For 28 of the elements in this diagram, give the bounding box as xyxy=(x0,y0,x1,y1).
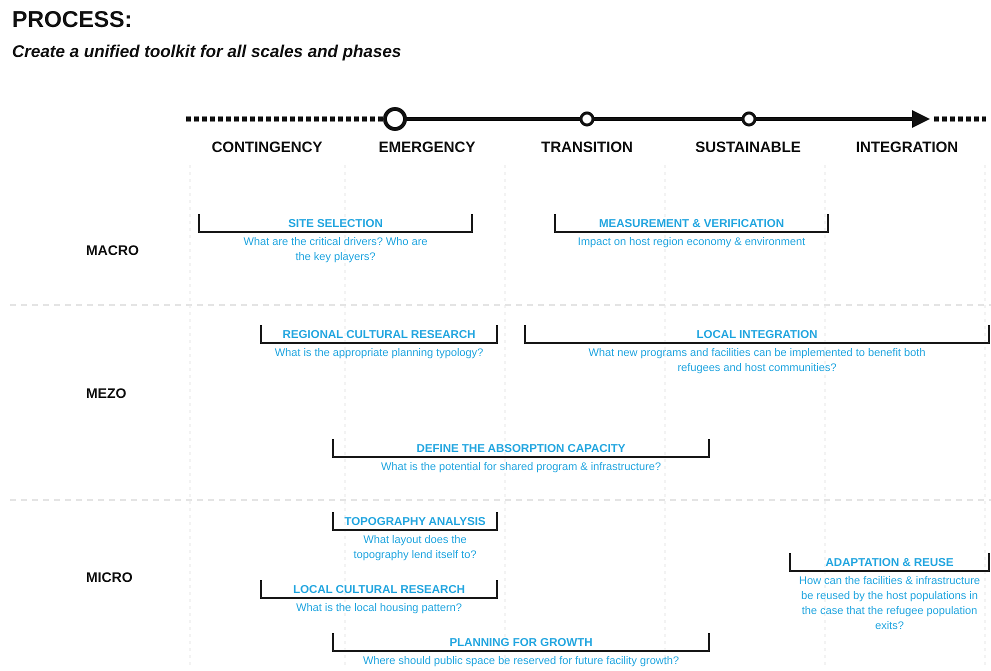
step-question: What new programs and facilities can be implemented to benefit both refugees and host communities? xyxy=(588,346,926,376)
phase-label: SUSTAINABLE xyxy=(694,139,802,156)
step-title: LOCAL CULTURAL RESEARCH xyxy=(293,584,465,597)
step-title: SITE SELECTION xyxy=(288,218,383,231)
phase-label: CONTINGENCY xyxy=(210,139,324,156)
phase-label: INTEGRATION xyxy=(854,139,960,156)
step-title: DEFINE THE ABSORPTION CAPACITY xyxy=(416,443,626,456)
step-question: What is the appropriate planning typology? xyxy=(274,346,484,361)
step-question: What are the critical drivers? Who are the key players? xyxy=(242,235,428,265)
step-question: What layout does the topography lend itself to? xyxy=(352,533,478,563)
phase-label: EMERGENCY xyxy=(378,139,476,156)
scale-label: MICRO xyxy=(86,569,133,585)
step-question: Impact on host region economy & environment xyxy=(576,235,806,250)
step-title: TOPOGRAPHY ANALYSIS xyxy=(344,516,486,529)
step-title: ADAPTATION & REUSE xyxy=(826,557,954,570)
step-title: MEASUREMENT & VERIFICATION xyxy=(598,218,784,231)
step-title: REGIONAL CULTURAL RESEARCH xyxy=(282,329,476,342)
phase-label: TRANSITION xyxy=(540,139,634,156)
heading: PROCESS: xyxy=(12,6,132,33)
step-title: LOCAL INTEGRATION xyxy=(696,329,818,342)
step-question: What is the potential for shared program & infrastructure? xyxy=(380,460,662,475)
step-title: PLANNING FOR GROWTH xyxy=(449,637,593,650)
scale-label: MEZO xyxy=(86,385,126,401)
scale-label: MACRO xyxy=(86,242,139,258)
step-question: What is the local housing pattern? xyxy=(295,601,463,616)
step-question: Where should public space be reserved for future facility growth? xyxy=(362,654,680,669)
subheading: Create a unified toolkit for all scales and phases xyxy=(12,42,402,62)
step-question: How can the facilities & infrastructure be reused by the host populations in the case that the refugee population exits? xyxy=(798,574,981,634)
